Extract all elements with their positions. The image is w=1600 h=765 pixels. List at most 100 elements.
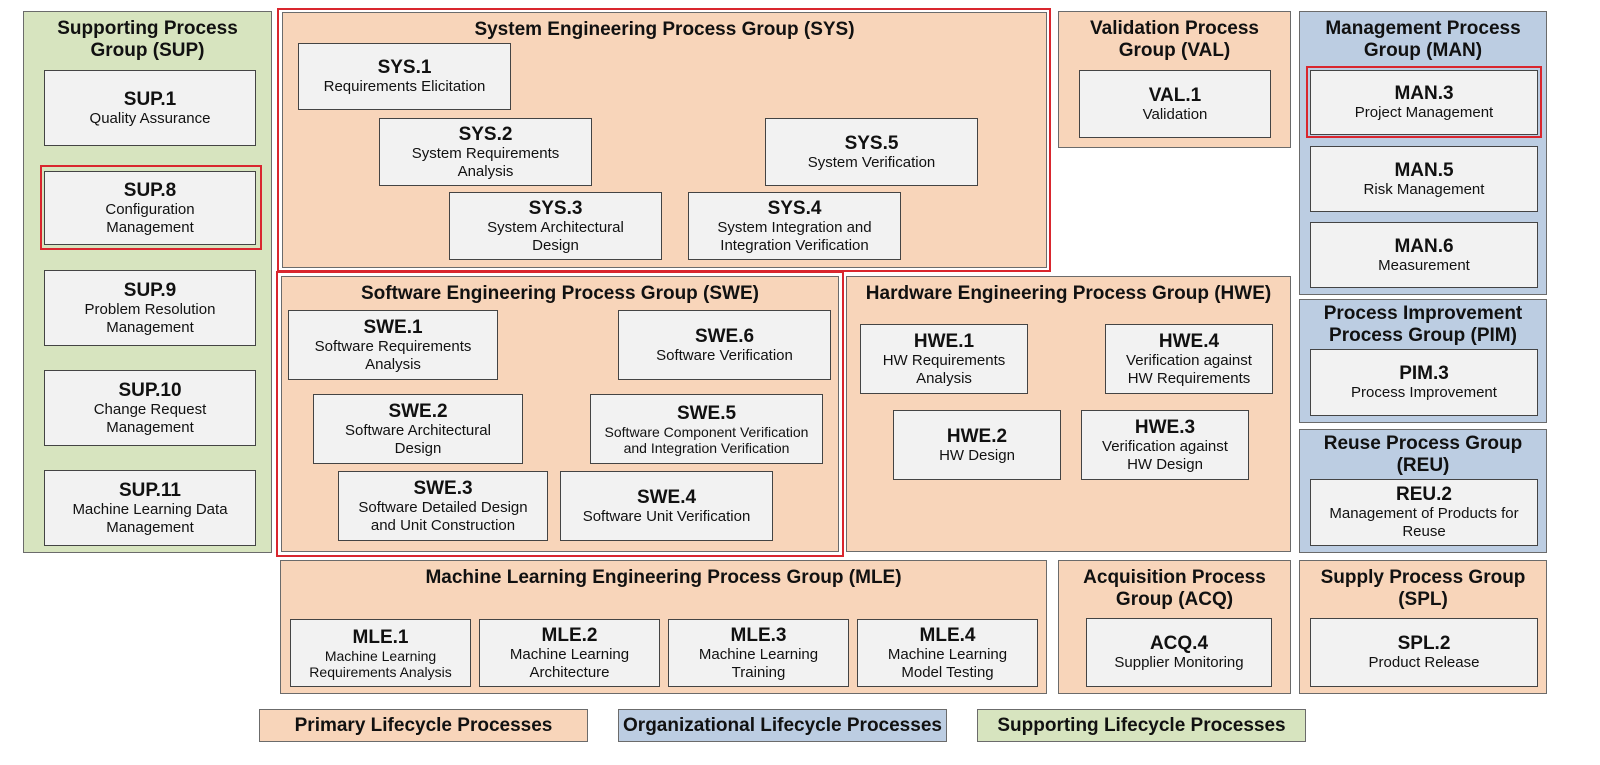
- process-id: MLE.4: [919, 624, 976, 646]
- process-name: Change Request Management: [93, 400, 207, 436]
- process-name: Verification against HW Design: [1102, 437, 1228, 473]
- process-mle4[interactable]: MLE.4 Machine Learning Model Testing: [857, 619, 1038, 687]
- process-name: Machine Learning Training: [698, 645, 819, 681]
- process-name: HW Requirements Analysis: [882, 351, 1006, 387]
- process-id: SUP.11: [119, 479, 181, 501]
- process-id: SYS.2: [458, 123, 513, 145]
- process-acq4[interactable]: ACQ.4 Supplier Monitoring: [1086, 618, 1272, 687]
- process-hwe2[interactable]: HWE.2 HW Design: [893, 410, 1061, 480]
- process-name: Configuration Management: [105, 200, 195, 236]
- process-swe3[interactable]: SWE.3 Software Detailed Design and Unit …: [338, 471, 548, 541]
- group-sys-title: System Engineering Process Group (SYS): [474, 19, 855, 40]
- process-pim3[interactable]: PIM.3 Process Improvement: [1310, 349, 1538, 416]
- process-id: SWE.6: [694, 325, 755, 347]
- group-man-title: Management Process Group (MAN): [1325, 18, 1521, 61]
- process-name: Problem Resolution Management: [84, 300, 216, 336]
- process-reu2[interactable]: REU.2 Management of Products for Reuse: [1310, 479, 1538, 546]
- highlight-sup8: [40, 165, 262, 250]
- process-mle1[interactable]: MLE.1 Machine Learning Requirements Anal…: [290, 619, 471, 687]
- group-sup-title: Supporting Process Group (SUP): [57, 18, 238, 61]
- process-id: SUP.8: [123, 179, 177, 201]
- process-swe6[interactable]: SWE.6 Software Verification: [618, 310, 831, 380]
- process-id: HWE.1: [913, 330, 975, 352]
- process-id: MAN.3: [1394, 83, 1454, 104]
- process-id: VAL.1: [1148, 84, 1202, 106]
- process-name: Software Component Verification and Inte…: [604, 423, 809, 456]
- process-id: MLE.2: [541, 624, 598, 646]
- process-id: SWE.3: [413, 477, 473, 499]
- process-spl2[interactable]: SPL.2 Product Release: [1310, 618, 1538, 687]
- process-name: Machine Learning Requirements Analysis: [309, 647, 452, 680]
- process-id: MAN.6: [1394, 235, 1454, 257]
- process-sup1[interactable]: SUP.1 Quality Assurance: [44, 70, 256, 146]
- process-sup10[interactable]: SUP.10 Change Request Management: [44, 370, 256, 446]
- process-id: PIM.3: [1399, 363, 1449, 384]
- process-swe1[interactable]: SWE.1 Software Requirements Analysis: [288, 310, 498, 380]
- process-man6[interactable]: MAN.6 Measurement: [1310, 222, 1538, 288]
- group-pim-title: Process Improvement Process Group (PIM): [1323, 303, 1523, 346]
- process-name: Quality Assurance: [89, 109, 211, 127]
- process-id: SWE.2: [388, 400, 448, 422]
- process-name: Software Requirements Analysis: [314, 337, 472, 373]
- process-val1[interactable]: VAL.1 Validation: [1079, 70, 1271, 138]
- process-swe4[interactable]: SWE.4 Software Unit Verification: [560, 471, 773, 541]
- process-mle2[interactable]: MLE.2 Machine Learning Architecture: [479, 619, 660, 687]
- process-name: Software Detailed Design and Unit Constr…: [358, 498, 528, 534]
- group-swe-title: Software Engineering Process Group (SWE): [360, 283, 759, 304]
- process-man5[interactable]: MAN.5 Risk Management: [1310, 146, 1538, 212]
- process-sys2[interactable]: SYS.2 System Requirements Analysis: [379, 118, 592, 186]
- process-hwe1[interactable]: HWE.1 HW Requirements Analysis: [860, 324, 1028, 394]
- group-acq-title: Acquisition Process Group (ACQ): [1083, 567, 1266, 610]
- process-sys1[interactable]: SYS.1 Requirements Elicitation: [298, 43, 511, 110]
- process-name: Requirements Elicitation: [323, 78, 486, 95]
- process-id: SYS.3: [528, 197, 583, 219]
- group-swe: Software Engineering Process Group (SWE)…: [281, 276, 839, 552]
- process-mle3[interactable]: MLE.3 Machine Learning Training: [668, 619, 849, 687]
- process-id: MAN.5: [1394, 159, 1454, 181]
- process-swe5[interactable]: SWE.5 Software Component Verification an…: [590, 394, 823, 464]
- process-name: Machine Learning Model Testing: [887, 645, 1008, 681]
- process-hwe4[interactable]: HWE.4 Verification against HW Requiremen…: [1105, 324, 1273, 394]
- process-sys5[interactable]: SYS.5 System Verification: [765, 118, 978, 186]
- highlight-sys: [277, 8, 1051, 272]
- process-name: Management of Products for Reuse: [1329, 505, 1519, 540]
- process-id: ACQ.4: [1149, 633, 1209, 654]
- process-hwe3[interactable]: HWE.3 Verification against HW Design: [1081, 410, 1249, 480]
- legend-organizational: Organizational Lifecycle Processes: [618, 709, 947, 742]
- process-name: System Integration and Integration Verif…: [717, 218, 872, 254]
- process-id: SWE.4: [636, 486, 697, 508]
- process-id: HWE.3: [1134, 416, 1196, 438]
- process-id: SPL.2: [1397, 633, 1451, 654]
- process-id: SYS.5: [844, 132, 899, 154]
- process-swe2[interactable]: SWE.2 Software Architectural Design: [313, 394, 523, 464]
- process-man3[interactable]: MAN.3 Project Management: [1310, 70, 1538, 135]
- group-pim: Process Improvement Process Group (PIM) …: [1299, 299, 1547, 423]
- legend-supporting: Supporting Lifecycle Processes: [977, 709, 1306, 742]
- process-id: MLE.1: [352, 626, 409, 648]
- process-sys4[interactable]: SYS.4 System Integration and Integration…: [688, 192, 901, 260]
- process-sup11[interactable]: SUP.11 Machine Learning Data Management: [44, 470, 256, 546]
- process-name: Verification against HW Requirements: [1126, 351, 1252, 387]
- legend-primary: Primary Lifecycle Processes: [259, 709, 588, 742]
- group-hwe: Hardware Engineering Process Group (HWE)…: [846, 276, 1291, 552]
- process-id: MLE.3: [730, 624, 787, 646]
- highlight-man3: [1306, 66, 1542, 138]
- process-id: HWE.2: [946, 425, 1008, 447]
- process-name: Process Improvement: [1351, 384, 1497, 401]
- process-name: Supplier Monitoring: [1114, 654, 1244, 671]
- process-id: SYS.1: [377, 57, 432, 78]
- process-id: REU.2: [1396, 484, 1452, 505]
- process-name: Measurement: [1378, 256, 1470, 274]
- process-name: System Requirements Analysis: [411, 144, 560, 180]
- process-name: Software Architectural Design: [345, 421, 491, 457]
- group-acq: Acquisition Process Group (ACQ) ACQ.4 Su…: [1058, 560, 1291, 694]
- process-sys3[interactable]: SYS.3 System Architectural Design: [449, 192, 662, 260]
- process-name: System Verification: [807, 153, 936, 171]
- group-reu: Reuse Process Group (REU) REU.2 Manageme…: [1299, 429, 1547, 553]
- process-name: Machine Learning Data Management: [72, 500, 228, 536]
- process-id: SUP.1: [123, 88, 177, 110]
- process-sup9[interactable]: SUP.9 Problem Resolution Management: [44, 270, 256, 346]
- process-name: Project Management: [1354, 104, 1494, 121]
- process-name: Product Release: [1368, 654, 1480, 671]
- process-sup8[interactable]: SUP.8 Configuration Management: [44, 171, 256, 245]
